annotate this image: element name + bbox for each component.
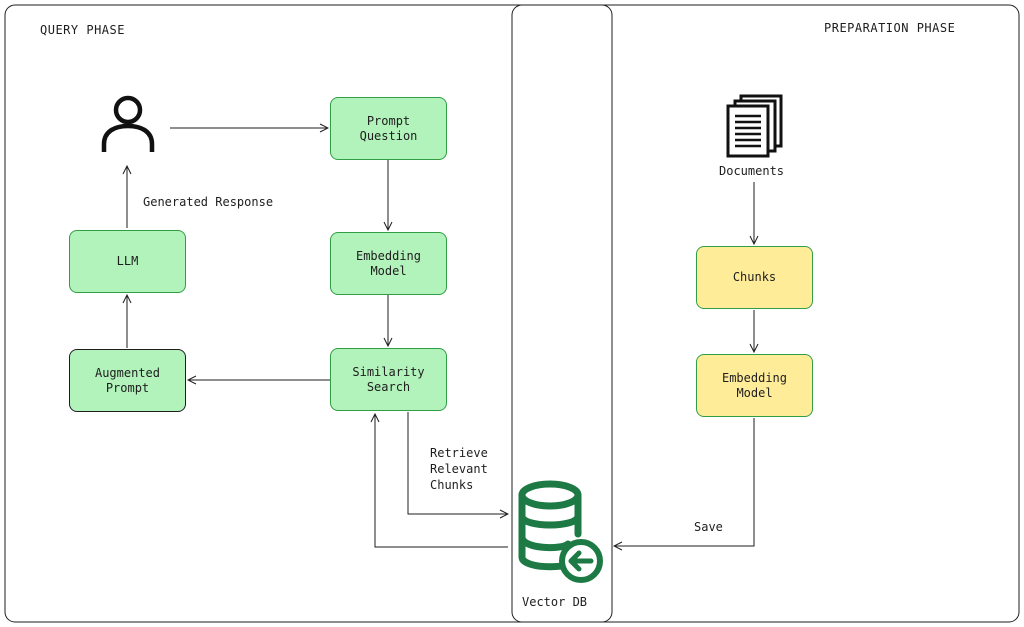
documents-label: Documents	[719, 164, 785, 178]
embedding-model-query-label: Embedding Model	[355, 248, 422, 278]
embedding-model-prep-node[interactable]: Embedding Model	[696, 354, 813, 417]
prompt-question-node[interactable]: Prompt Question	[330, 97, 447, 160]
arrow-db-to-similarity	[375, 414, 508, 548]
save-label: Save	[694, 520, 723, 534]
arrow-retrieve-to-db	[407, 412, 508, 514]
vector-db-column	[511, 4, 613, 623]
arrow-embedding-to-db	[614, 418, 755, 546]
embedding-model-prep-label: Embedding Model	[721, 370, 788, 400]
similarity-search-node[interactable]: Similarity Search	[330, 348, 447, 411]
prompt-question-label: Prompt Question	[359, 113, 418, 143]
generated-response-label: Generated Response	[143, 195, 274, 209]
llm-label: LLM	[116, 254, 139, 268]
embedding-model-query-node[interactable]: Embedding Model	[330, 232, 447, 295]
query-phase-label: QUERY PHASE	[40, 23, 125, 37]
preparation-phase-label: PREPARATION PHASE	[824, 21, 956, 35]
chunks-node[interactable]: Chunks	[696, 246, 813, 309]
user-icon	[101, 95, 155, 152]
chunks-label: Chunks	[732, 270, 777, 284]
vector-db-label: Vector DB	[522, 595, 588, 609]
outer-frame	[4, 4, 1020, 623]
similarity-search-label: Similarity Search	[352, 364, 425, 394]
augmented-prompt-node[interactable]: Augmented Prompt	[69, 349, 186, 412]
retrieve-chunks-label: Retrieve Relevant Chunks	[430, 446, 488, 492]
documents-icon	[726, 94, 783, 158]
augmented-prompt-label: Augmented Prompt	[94, 365, 161, 395]
database-icon	[518, 480, 603, 583]
llm-node[interactable]: LLM	[69, 230, 186, 293]
